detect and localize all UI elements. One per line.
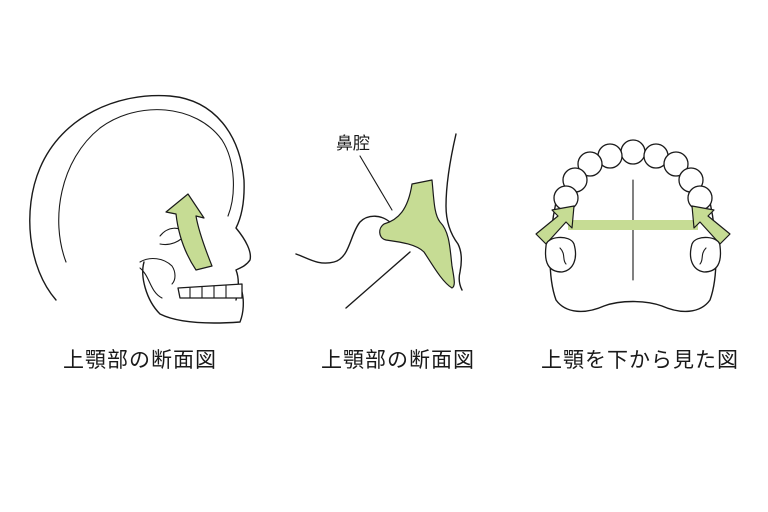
nasal-cavity-label: 鼻腔 xyxy=(336,134,370,154)
nasal-cross-section xyxy=(295,133,463,309)
cheekbone-line xyxy=(139,257,176,285)
maxilla-bottom-view xyxy=(535,139,731,313)
throat-line xyxy=(345,251,411,309)
left-expansion-arrow xyxy=(535,205,575,245)
upper-teeth xyxy=(177,283,243,299)
right-expansion-arrow xyxy=(691,205,731,245)
skull-outline xyxy=(29,94,252,301)
right-molar-detail xyxy=(699,247,707,265)
left-molar xyxy=(544,236,577,273)
palate-outline xyxy=(549,201,717,313)
jaw-outline xyxy=(142,261,245,324)
maxilla-arrow xyxy=(165,193,213,271)
upper-teeth-lines xyxy=(189,284,227,299)
jaw-joint xyxy=(139,267,163,299)
right-molar xyxy=(689,236,722,273)
maxilla-section xyxy=(379,179,455,289)
expansion-band xyxy=(568,220,698,230)
label-leader xyxy=(359,155,393,211)
skull-inner-line xyxy=(58,109,234,263)
caption-panel-3: 上顎を下から見た図 xyxy=(541,348,739,372)
palate-contour xyxy=(295,215,393,264)
tooth xyxy=(620,139,646,165)
skull-side-view xyxy=(29,94,252,324)
tooth xyxy=(663,151,689,177)
left-molar-detail xyxy=(559,247,567,265)
face-profile xyxy=(445,133,463,291)
caption-panel-1: 上顎部の断面図 xyxy=(63,348,217,372)
teeth-arch xyxy=(553,139,713,211)
tooth xyxy=(577,151,603,177)
caption-panel-2: 上顎部の断面図 xyxy=(321,348,475,372)
